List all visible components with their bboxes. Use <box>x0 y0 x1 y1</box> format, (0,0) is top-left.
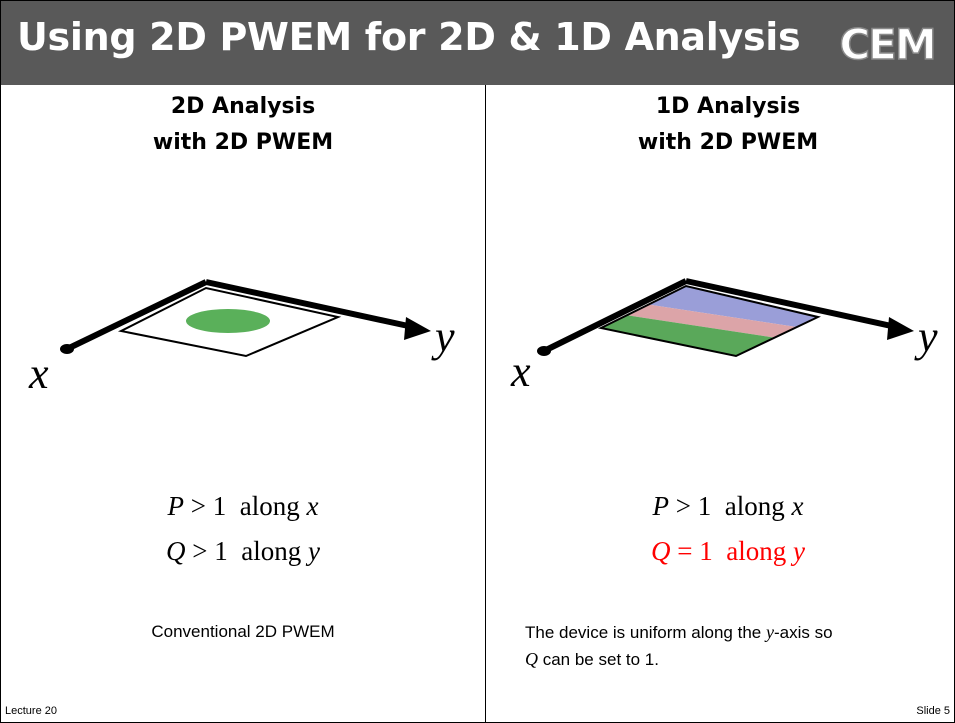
slide-title: Using 2D PWEM for 2D & 1D Analysis <box>17 15 801 59</box>
x-axis-label: x <box>510 347 531 396</box>
stripe-green-bottom <box>601 309 818 356</box>
left-caption: Conventional 2D PWEM <box>151 622 335 641</box>
right-1d-lattice-figure: x y <box>510 278 938 396</box>
stripe-red-band <box>601 295 818 347</box>
left-heading-line1: 2D Analysis <box>170 94 316 119</box>
left-2d-lattice-figure: x y <box>28 279 455 398</box>
caption-text: The device is uniform along the <box>525 623 766 642</box>
x-axis-line <box>542 278 688 354</box>
left-equation-p: P > 1 along x <box>1 491 485 522</box>
x-axis-endpoint <box>60 344 74 354</box>
left-heading-line2: with 2D PWEM <box>152 130 334 155</box>
right-heading: 1D Analysis with 2D PWEM <box>486 89 955 161</box>
title-bar: Using 2D PWEM for 2D & 1D Analysis CEM <box>1 1 954 85</box>
caption-variable: Q <box>525 649 538 669</box>
right-heading-line1: 1D Analysis <box>655 94 801 119</box>
footer-lecture: Lecture 20 <box>5 705 57 717</box>
y-axis-label: y <box>431 312 455 361</box>
eq-axis: x <box>306 491 319 521</box>
logo-text: CEM <box>839 20 934 69</box>
right-caption: The device is uniform along the y-axis s… <box>525 619 945 673</box>
unit-cell-outline <box>597 284 822 358</box>
cem-logo: CEM <box>839 19 938 70</box>
y-axis-label: y <box>914 312 938 361</box>
column-divider <box>485 85 486 722</box>
caption-text: can be set to 1. <box>538 650 659 669</box>
eq-axis: x <box>791 491 804 521</box>
green-inclusion <box>186 309 270 333</box>
x-axis-endpoint <box>537 346 551 356</box>
eq-variable: P <box>652 491 670 521</box>
right-heading-line2: with 2D PWEM <box>637 130 819 155</box>
footer-slide-number: Slide 5 <box>916 705 950 717</box>
y-axis-arrowhead <box>887 317 914 340</box>
eq-operator: = 1 along <box>670 536 793 566</box>
y-axis-line <box>205 279 414 330</box>
eq-operator: > 1 along <box>184 491 307 521</box>
left-equation-q: Q > 1 along y <box>1 536 485 567</box>
eq-axis: y <box>792 536 805 566</box>
eq-variable: Q <box>166 536 186 566</box>
left-heading: 2D Analysis with 2D PWEM <box>1 89 485 161</box>
y-axis-line <box>685 278 897 330</box>
stripe-blue-band-2 <box>601 286 818 323</box>
x-axis-label: x <box>28 349 49 398</box>
right-equation-q: Q = 1 along y <box>486 536 955 567</box>
eq-operator: > 1 along <box>185 536 308 566</box>
x-axis-line <box>65 279 208 352</box>
caption-axis: y <box>765 622 774 642</box>
eq-variable: P <box>167 491 185 521</box>
eq-axis: y <box>307 536 320 566</box>
caption-text: -axis so <box>773 623 833 642</box>
eq-operator: > 1 along <box>669 491 792 521</box>
right-equation-p: P > 1 along x <box>486 491 955 522</box>
eq-variable: Q <box>651 536 671 566</box>
y-axis-arrowhead <box>404 317 431 340</box>
